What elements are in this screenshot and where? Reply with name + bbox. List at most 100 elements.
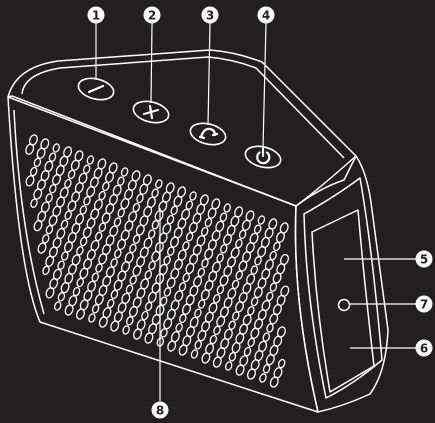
grille-hole	[120, 167, 129, 177]
grille-hole	[79, 236, 88, 247]
grille-hole	[212, 356, 222, 368]
grille-hole	[197, 299, 206, 309]
grille-hole	[200, 226, 209, 237]
grille-hole	[64, 304, 74, 316]
grille-hole	[179, 313, 187, 324]
callout-leader-line	[207, 22, 211, 126]
grille-hole	[52, 143, 60, 153]
grille-hole	[42, 265, 50, 276]
grille-hole	[60, 219, 69, 230]
grille-hole	[45, 287, 55, 299]
callout-side-6: 6	[350, 339, 433, 357]
grille-hole	[45, 193, 53, 203]
grille-hole	[235, 270, 243, 280]
grille-hole	[163, 255, 171, 266]
grille-hole	[91, 272, 100, 282]
grille-hole	[98, 222, 107, 232]
grille-hole	[269, 376, 279, 388]
speaker-side-panel	[311, 209, 375, 393]
minus-button[interactable]	[76, 75, 116, 103]
grille-hole	[213, 325, 221, 336]
grille-hole	[53, 301, 62, 311]
grille-hole	[25, 143, 35, 155]
grille-hole	[126, 316, 134, 326]
callout-number: 6	[420, 341, 428, 355]
grille-hole	[166, 214, 175, 225]
grille-hole	[231, 279, 240, 290]
grille-hole	[41, 234, 50, 244]
grille-hole	[247, 368, 256, 380]
grille-hole	[216, 284, 225, 295]
grille-hole	[204, 217, 213, 228]
grille-hole	[82, 164, 91, 174]
speaker-front-edge	[13, 109, 45, 315]
callout-badge	[151, 401, 169, 419]
speaker-body	[7, 49, 389, 413]
phone-icon	[198, 127, 219, 140]
callout-badge	[87, 6, 105, 24]
speaker-top-face	[7, 49, 357, 207]
grille-hole	[48, 152, 57, 162]
grille-hole	[102, 181, 110, 192]
grille-hole	[185, 232, 194, 242]
grille-hole	[182, 272, 190, 283]
callout-number: 4	[262, 8, 270, 22]
grille-hole	[132, 202, 141, 213]
grille-hole	[265, 291, 274, 302]
grille-hole	[223, 203, 231, 213]
grille-hole	[151, 220, 160, 230]
callout-button-2: 2	[143, 6, 161, 104]
grille-hole	[88, 313, 96, 323]
grille-hole	[228, 352, 237, 362]
grille-hole	[144, 301, 153, 312]
grille-hole	[178, 282, 187, 292]
power-button[interactable]	[243, 143, 283, 171]
grille-hole	[94, 231, 103, 242]
callout-badge	[415, 250, 433, 268]
plus-button[interactable]	[131, 98, 171, 126]
grille-hole	[113, 217, 122, 227]
grille-hole	[64, 178, 72, 189]
grille-hole	[273, 241, 281, 252]
grille-hole	[228, 320, 236, 330]
grille-hole	[76, 308, 85, 320]
grille-hole	[182, 241, 190, 251]
callout-button-1: 1	[87, 6, 105, 80]
grille-hole	[224, 361, 233, 371]
grille-hole	[220, 244, 228, 254]
speaker-top-rim	[21, 56, 345, 159]
grille-hole	[76, 277, 84, 288]
callout-number: 3	[206, 8, 214, 22]
grille-hole	[156, 337, 165, 347]
grille-hole	[262, 332, 271, 342]
grille-hole	[201, 258, 209, 268]
callout-number: 7	[420, 297, 428, 311]
callout-badge	[143, 6, 161, 24]
grille-hole	[247, 337, 255, 348]
grille-hole	[219, 212, 228, 222]
grille-hole	[110, 320, 120, 332]
grille-hole	[190, 349, 199, 359]
speaker-side-face	[294, 155, 389, 413]
grille-hole	[95, 263, 103, 273]
grille-hole	[33, 219, 43, 232]
grille-hole	[151, 188, 159, 198]
grille-hole	[247, 306, 255, 316]
grille-hole	[83, 196, 91, 206]
grille-hole	[201, 352, 211, 364]
grille-hole	[262, 364, 271, 374]
grille-hole	[147, 229, 156, 239]
grille-hole	[159, 296, 168, 306]
grille-hole	[125, 284, 134, 294]
grille-hole	[98, 190, 106, 201]
grille-hole	[197, 267, 206, 278]
grille-hole	[277, 358, 286, 369]
top-buttons	[76, 75, 283, 171]
callout-leader-line	[150, 22, 153, 104]
grille-hole	[117, 176, 125, 186]
phone-button[interactable]	[188, 120, 228, 148]
grille-hole	[212, 294, 221, 304]
callout-side-5: 5	[344, 250, 433, 268]
grille-hole	[167, 340, 177, 352]
grille-hole	[243, 346, 252, 357]
